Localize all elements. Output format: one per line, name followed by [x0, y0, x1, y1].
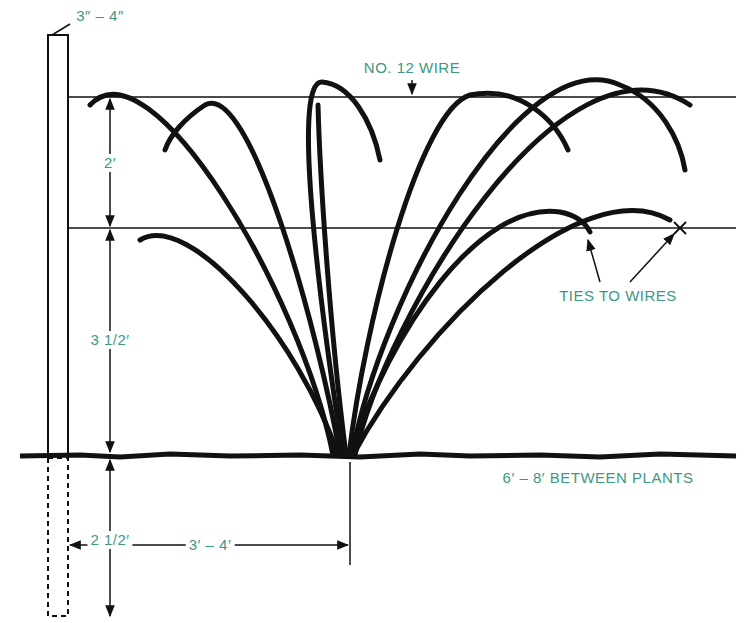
note-label: TIES TO WIRES	[556, 287, 680, 305]
post-underground	[48, 458, 68, 616]
dimension-lines	[52, 24, 674, 616]
tie-mark	[674, 222, 686, 234]
spacing-label: 6′ – 8′ BETWEEN PLANTS	[500, 469, 697, 487]
top-wire	[68, 96, 736, 98]
dimension-label: 3′ – 4′	[186, 536, 235, 554]
dimension-label: 3″ – 4″	[73, 7, 126, 25]
canes	[90, 80, 690, 455]
lower-wire	[68, 227, 736, 229]
ground-line	[20, 454, 736, 457]
dimension-label: 2′	[101, 154, 119, 172]
wire-label: NO. 12 WIRE	[361, 59, 463, 77]
post	[48, 35, 68, 455]
dimension-label: 2 1/2′	[87, 531, 132, 549]
dimension-label: 3 1/2′	[87, 331, 132, 349]
